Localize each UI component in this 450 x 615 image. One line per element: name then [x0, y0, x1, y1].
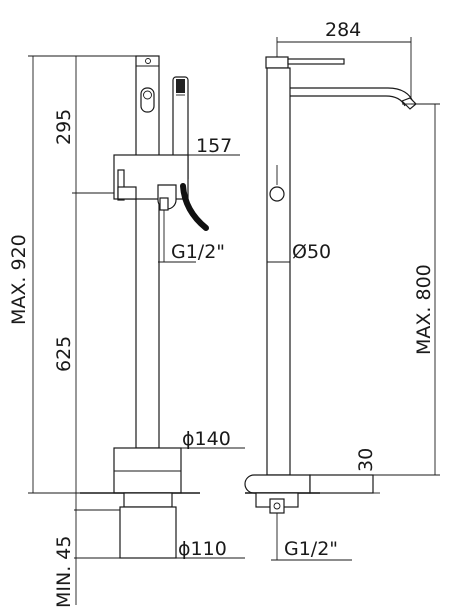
right-column — [266, 67, 291, 476]
label-handshower-offset: 157 — [196, 135, 232, 157]
shower-hose — [180, 183, 209, 231]
dim-line-total-height — [28, 55, 140, 494]
left-column — [135, 55, 160, 449]
mixer-lever — [265, 56, 345, 69]
label-lower-height: 625 — [53, 336, 75, 372]
dim-line-spout-reach — [276, 37, 412, 104]
label-base-diameter: ϕ140 — [182, 428, 231, 450]
label-column-diameter: Ø50 — [292, 241, 331, 263]
label-total-height: MAX. 920 — [8, 234, 30, 325]
right-base — [244, 474, 440, 494]
dim-line-157 — [187, 150, 240, 160]
label-floor-diameter: ϕ110 — [178, 538, 227, 560]
left-floor — [74, 492, 245, 605]
dim-line-spout-height — [411, 103, 440, 475]
right-floor — [245, 492, 352, 561]
mixer-body — [113, 154, 196, 263]
dim-line-upper-lower — [72, 56, 120, 493]
label-left-connection: G1/2" — [171, 241, 225, 263]
left-base — [113, 447, 245, 494]
label-spout-height: MAX. 800 — [413, 264, 435, 355]
label-base-height: 30 — [355, 448, 377, 472]
right-view: 284 Ø50 MAX. 800 30 G1/2" — [244, 19, 440, 561]
label-spout-reach: 284 — [325, 19, 361, 41]
label-floor-depth: MIN. 45 — [53, 536, 75, 608]
label-upper-height: 295 — [53, 109, 75, 145]
left-view: MAX. 920 295 625 157 G1/2" ϕ140 ϕ110 MIN… — [8, 55, 245, 608]
spout — [290, 87, 417, 110]
label-right-connection: G1/2" — [284, 538, 338, 560]
